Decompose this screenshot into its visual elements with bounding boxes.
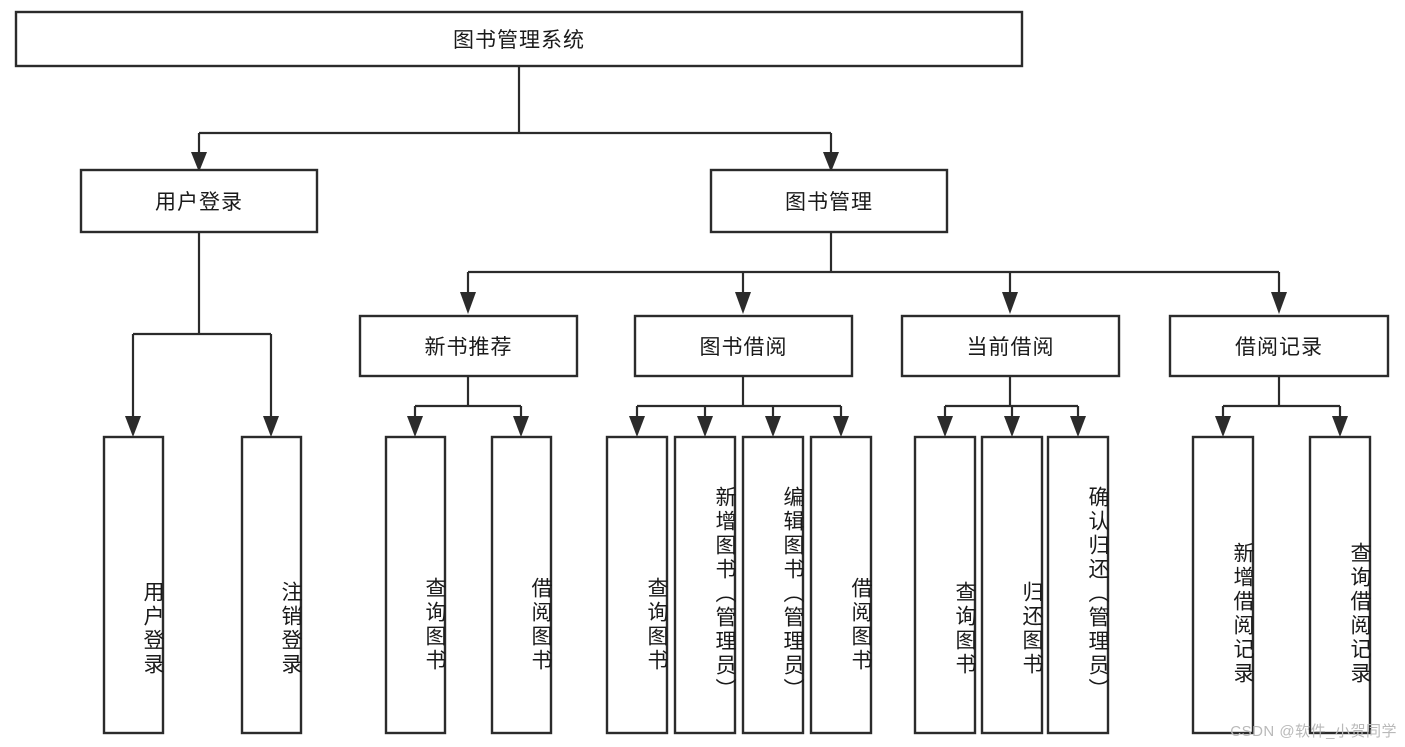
leaf-box-current-borrow-3[interactable] <box>1046 435 1110 735</box>
leaf-box-book-borrow-2[interactable] <box>673 435 737 735</box>
leaf-box-new-book-2[interactable] <box>490 435 553 735</box>
connector-group-book-manage <box>460 232 1287 314</box>
node-box-book-borrow[interactable] <box>633 314 854 378</box>
connector-group-root <box>191 66 839 172</box>
arrow-bm-to-current-borrow <box>1002 292 1018 314</box>
arrow-nb-leaf-1 <box>407 416 423 437</box>
arrow-cb-leaf-2 <box>1004 416 1020 437</box>
arrow-root-to-book-manage <box>823 152 839 172</box>
arrow-bb-leaf-2 <box>697 416 713 437</box>
leaf-box-book-borrow-3[interactable] <box>741 435 805 735</box>
arrow-br-leaf-2 <box>1332 416 1348 437</box>
arrow-cb-leaf-1 <box>937 416 953 437</box>
arrow-bm-to-new-book <box>460 292 476 314</box>
connector-group-new-book <box>407 376 529 437</box>
leaf-box-current-borrow-2[interactable] <box>980 435 1044 735</box>
arrow-user-login-leaf-1 <box>125 416 141 437</box>
arrow-user-login-leaf-2 <box>263 416 279 437</box>
leaf-box-current-borrow-1[interactable] <box>913 435 977 735</box>
arrow-cb-leaf-3 <box>1070 416 1086 437</box>
leaf-box-borrow-record-1[interactable] <box>1191 435 1255 735</box>
node-box-book-manage[interactable] <box>709 168 949 234</box>
node-box-borrow-record[interactable] <box>1168 314 1390 378</box>
leaf-box-new-book-1[interactable] <box>384 435 447 735</box>
leaf-box-borrow-record-2[interactable] <box>1308 435 1372 735</box>
arrow-bb-leaf-1 <box>629 416 645 437</box>
arrow-root-to-user-login <box>191 152 207 172</box>
node-box-user-login[interactable] <box>79 168 319 234</box>
node-box-root[interactable] <box>14 10 1024 68</box>
arrow-bm-to-borrow-record <box>1271 292 1287 314</box>
arrow-br-leaf-1 <box>1215 416 1231 437</box>
arrow-bm-to-book-borrow <box>735 292 751 314</box>
watermark-text: CSDN @软件_小贺同学 <box>1230 723 1397 740</box>
node-box-current-borrow[interactable] <box>900 314 1121 378</box>
arrow-nb-leaf-2 <box>513 416 529 437</box>
leaf-box-user-login-2[interactable] <box>240 435 303 735</box>
arrow-bb-leaf-4 <box>833 416 849 437</box>
arrow-bb-leaf-3 <box>765 416 781 437</box>
connector-group-book-borrow <box>629 376 849 437</box>
connector-group-current-borrow <box>937 376 1086 437</box>
connector-group-borrow-record <box>1215 376 1348 437</box>
leaf-box-book-borrow-4[interactable] <box>809 435 873 735</box>
leaf-box-book-borrow-1[interactable] <box>605 435 669 735</box>
leaf-box-user-login-1[interactable] <box>102 435 165 735</box>
node-box-new-book-recommend[interactable] <box>358 314 579 378</box>
connector-group-user-login <box>125 232 279 437</box>
